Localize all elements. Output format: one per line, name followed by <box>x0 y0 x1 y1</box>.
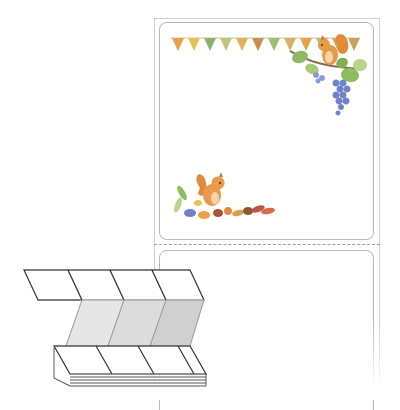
folded-ramp <box>65 299 205 347</box>
bunting-flag <box>172 38 184 51</box>
squirrel-bottom <box>196 172 225 206</box>
stacked-base <box>52 345 208 387</box>
bunting-flag <box>220 38 232 51</box>
bunting-flag <box>252 38 264 51</box>
bunting-flag <box>300 38 312 51</box>
fanfold-stack-diagram <box>23 269 208 387</box>
vine-decoration <box>289 50 367 83</box>
autumn-leaves-garland <box>174 185 275 219</box>
bunting-flags <box>172 38 360 51</box>
bunting-flag <box>284 38 296 51</box>
product-illustration <box>23 18 390 410</box>
perforation-line <box>154 244 380 245</box>
squirrel-top <box>318 34 349 65</box>
bunting-flag <box>268 38 280 51</box>
grape-cluster <box>313 72 351 116</box>
label-preview-card <box>159 22 374 240</box>
bunting-flag <box>348 38 360 51</box>
bunting-flag <box>236 38 248 51</box>
bunting-flag <box>204 38 216 51</box>
top-label-row <box>23 269 205 301</box>
label-artwork <box>170 34 367 219</box>
bunting-flag <box>188 38 200 51</box>
